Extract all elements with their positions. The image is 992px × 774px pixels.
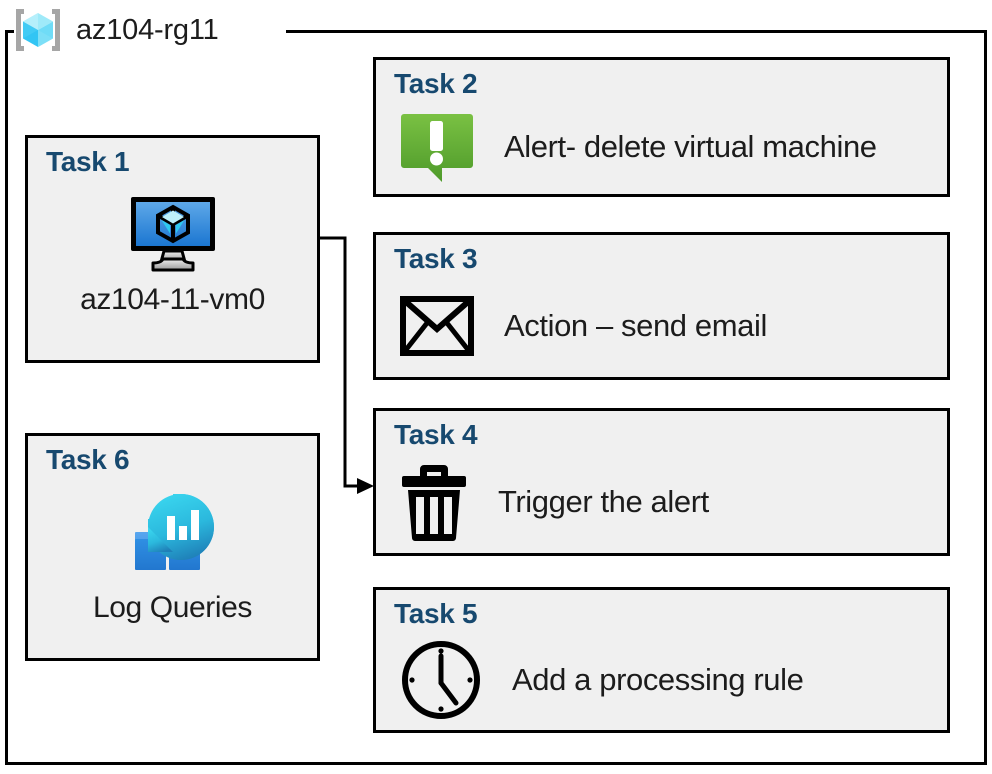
- card-task4[interactable]: Task 4 Trigger the alert: [373, 408, 950, 556]
- resource-group-cube-icon: [16, 9, 60, 51]
- card-task5[interactable]: Task 5 Add a processing rule: [373, 587, 950, 733]
- envelope-icon: [400, 296, 474, 356]
- resource-group-name: az104-rg11: [76, 13, 219, 46]
- card-task3[interactable]: Task 3 Action – send email: [373, 232, 950, 380]
- card-task3-content: Action – send email: [400, 281, 937, 371]
- card-task5-label: Add a processing rule: [512, 662, 804, 697]
- resource-group-header: az104-rg11: [10, 4, 219, 56]
- card-task1-caption: az104-11-vm0: [80, 283, 265, 316]
- clock-icon: [402, 641, 480, 719]
- card-task1-title: Task 1: [46, 146, 130, 177]
- card-task6-title: Task 6: [46, 444, 130, 475]
- card-task2-title: Task 2: [394, 68, 478, 99]
- card-task4-content: Trigger the alert: [400, 457, 937, 547]
- card-task3-label: Action – send email: [504, 308, 767, 343]
- log-analytics-icon: [134, 494, 214, 570]
- card-task4-label: Trigger the alert: [498, 484, 709, 519]
- card-task3-title: Task 3: [394, 243, 478, 274]
- card-task2-label: Alert- delete virtual machine: [504, 129, 877, 164]
- trash-can-icon: [402, 465, 466, 541]
- card-task1[interactable]: Task 1: [25, 135, 320, 363]
- card-task5-content: Add a processing rule: [400, 636, 937, 724]
- card-task2-content: Alert- delete virtual machine: [400, 106, 937, 188]
- card-task6[interactable]: Task 6: [25, 433, 320, 661]
- card-task4-title: Task 4: [394, 419, 478, 450]
- card-task5-title: Task 5: [394, 598, 478, 629]
- alert-speech-bubble-icon: [401, 114, 473, 182]
- card-task6-caption: Log Queries: [92, 591, 253, 624]
- virtual-machine-monitor-icon: [130, 197, 215, 272]
- resource-group-frame: [5, 30, 987, 765]
- card-task2[interactable]: Task 2 Alert- delete virtual machine: [373, 57, 950, 197]
